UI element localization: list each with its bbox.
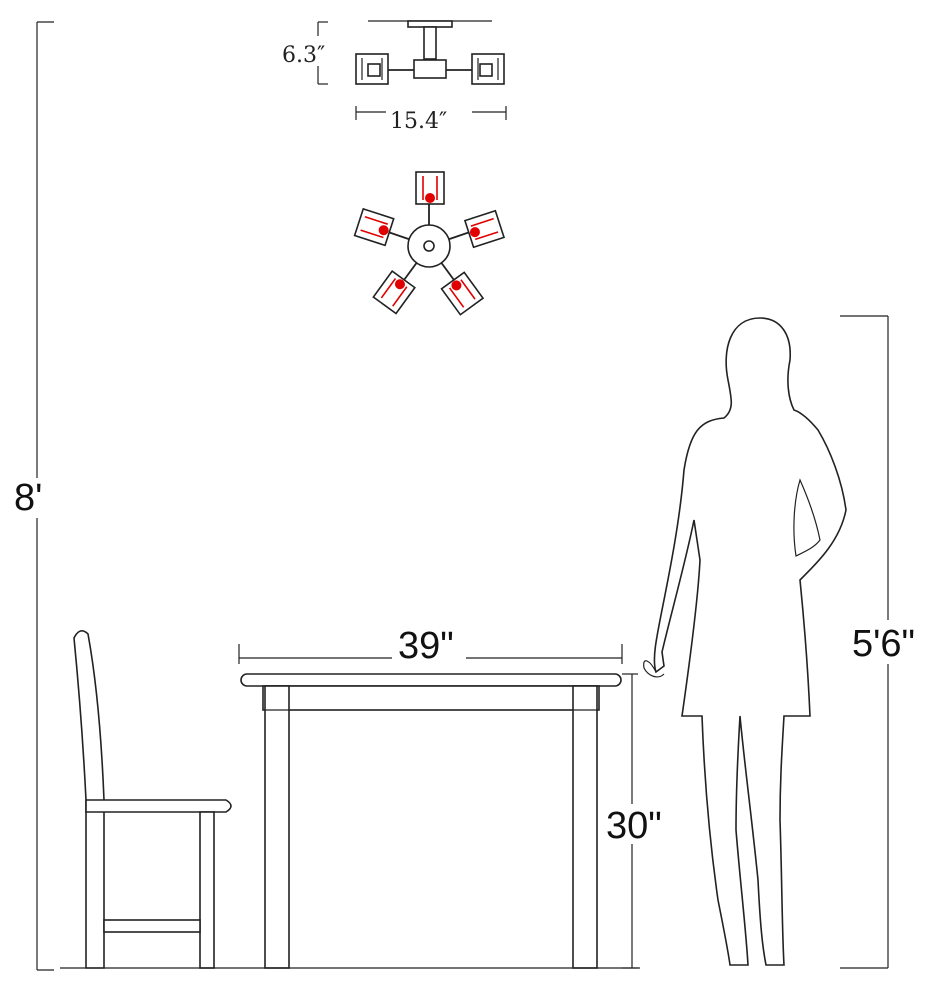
- fixture-width-label: 15.4″: [390, 109, 447, 134]
- ceiling-height-dimension: 8': [10, 21, 54, 971]
- fixture-shade: [440, 271, 485, 316]
- person-height-label: 5'6": [852, 623, 915, 665]
- fixture-shade: [463, 209, 506, 249]
- fixture-shade: [372, 270, 416, 315]
- person-silhouette: 5'6": [643, 315, 930, 969]
- table: 39" 30": [60, 624, 668, 969]
- fixture-shade: [353, 207, 395, 247]
- fixture-side-view: 6.3″ 15.4″: [282, 20, 507, 134]
- chair: [73, 630, 232, 969]
- ceiling-height-label: 8': [14, 477, 42, 519]
- fixture-bottom-view: [353, 171, 506, 316]
- table-height-label: 30": [606, 805, 662, 847]
- fixture-height-label: 6.3″: [282, 43, 325, 68]
- fixture-shade: [415, 171, 445, 205]
- table-width-label: 39": [398, 625, 454, 667]
